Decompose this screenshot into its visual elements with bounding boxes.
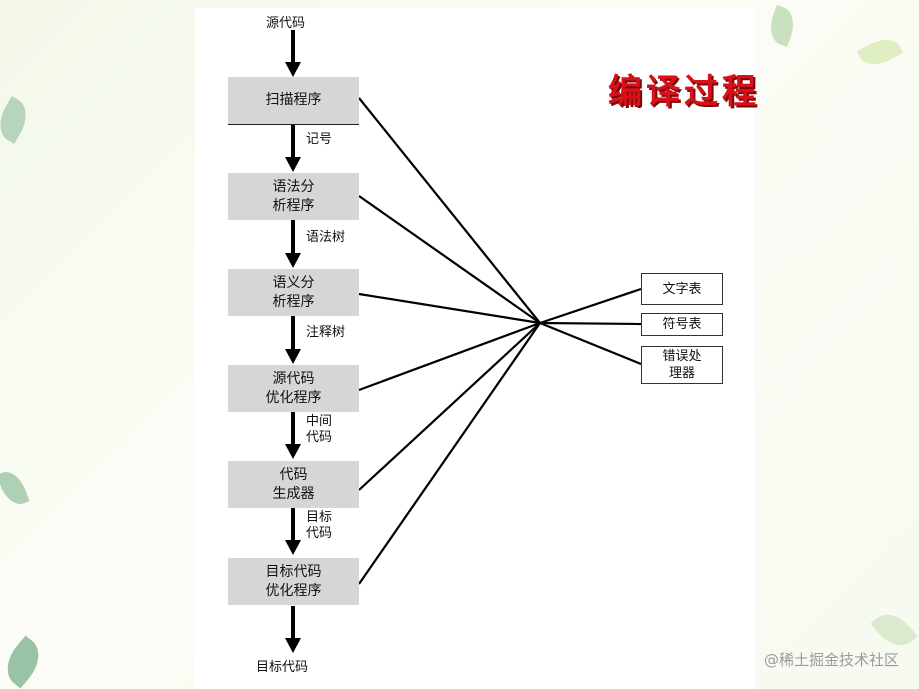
- table-error-handler: 错误处理器: [641, 346, 723, 384]
- edge-label-syntax-tree: 语法树: [306, 230, 346, 245]
- arrow-2-head: [285, 253, 301, 268]
- edge-label-target-code: 目标代码: [306, 510, 333, 541]
- connector-table-1: [539, 287, 642, 325]
- arrow-5-head: [285, 540, 301, 555]
- stage-label-line2: 优化程序: [265, 582, 322, 599]
- arrow-3-head: [285, 349, 301, 364]
- arrow-output-head: [285, 638, 301, 653]
- slide-title: 编译过程: [608, 72, 760, 112]
- stage-source-optimizer: 源代码优化程序: [228, 365, 359, 412]
- connector-stage-2: [358, 195, 541, 324]
- connector-stage-1: [358, 97, 541, 324]
- edge-label-intermediate-code: 中间代码: [306, 414, 333, 445]
- connector-stage-5: [358, 322, 541, 491]
- stage-label-line1: 源代码: [272, 370, 315, 387]
- stage-label-line2: 优化程序: [265, 389, 322, 406]
- connector-stage-6: [358, 322, 541, 585]
- input-label: 源代码: [266, 16, 306, 31]
- watermark: @稀土掘金技术社区: [763, 651, 899, 669]
- stage-target-optimizer: 目标代码优化程序: [228, 558, 359, 605]
- table-symbol: 符号表: [641, 313, 723, 336]
- stage-code-generator: 代码生成器: [228, 461, 359, 508]
- edge-label-annotated-tree: 注释树: [306, 325, 346, 340]
- stage-scanner: 扫描程序: [228, 77, 359, 125]
- stage-label-line1: 代码: [279, 466, 308, 483]
- arrow-4-head: [285, 444, 301, 459]
- connector-table-2: [539, 321, 642, 326]
- arrow-input-head: [285, 62, 301, 77]
- connector-stage-4: [358, 321, 541, 392]
- output-label: 目标代码: [256, 660, 309, 675]
- stage-label-line2: 生成器: [272, 485, 315, 502]
- stage-label-line2: 析程序: [272, 197, 315, 214]
- connector-stage-3: [358, 292, 541, 325]
- stage-label-line1: 语义分: [272, 274, 315, 291]
- stage-parser: 语法分析程序: [228, 173, 359, 220]
- flow-arrows: [285, 30, 301, 653]
- stage-label-line2: 析程序: [272, 293, 315, 310]
- arrow-1-head: [285, 157, 301, 172]
- edge-label-tokens: 记号: [306, 132, 333, 147]
- stage-label-line1: 目标代码: [265, 563, 322, 580]
- table-literal: 文字表: [641, 273, 723, 305]
- connector-table-3: [539, 321, 642, 366]
- stage-semantic-analyzer: 语义分析程序: [228, 269, 359, 316]
- hub-connectors: [358, 97, 642, 585]
- stage-label-line1: 扫描程序: [265, 92, 322, 108]
- stage-label-line1: 语法分: [272, 178, 315, 195]
